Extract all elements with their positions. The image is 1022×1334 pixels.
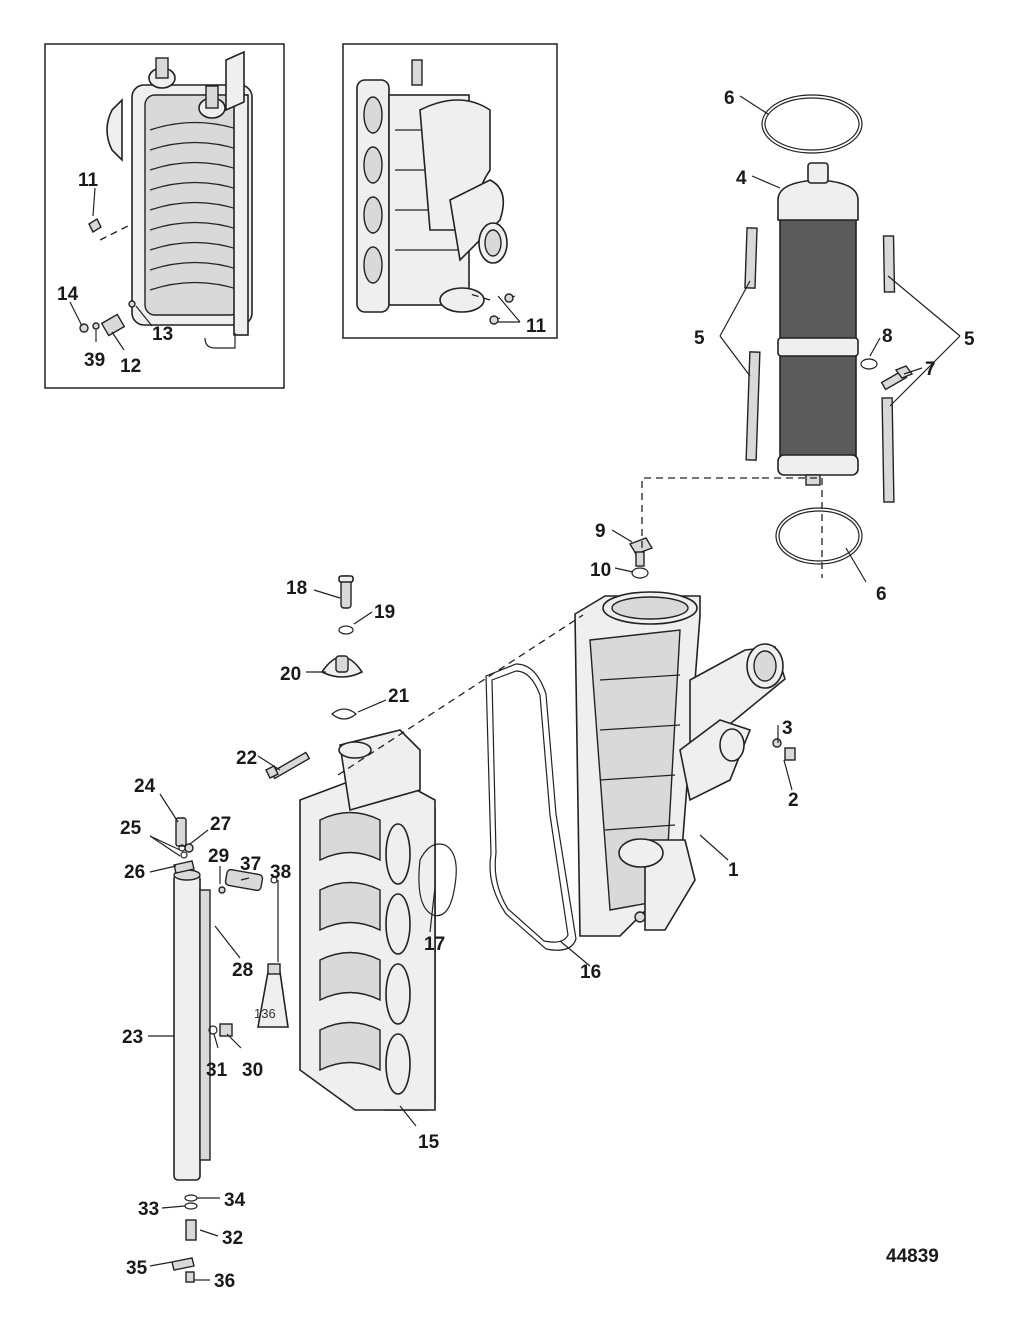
callout-17: 17 [424, 934, 445, 955]
tube-part-38: 136 [254, 963, 289, 1028]
callout-27: 27 [210, 814, 231, 835]
fuel-rail-part-23 [171, 817, 278, 1283]
callout-5-right: 5 [964, 329, 975, 350]
callout-31: 31 [206, 1060, 228, 1081]
callout-18: 18 [286, 578, 307, 599]
callout-5-left: 5 [694, 328, 705, 349]
callout-39: 39 [84, 350, 105, 371]
inset-assembly-right [356, 59, 516, 325]
callout-16: 16 [580, 962, 601, 983]
alignment-line-housing-cooler [641, 477, 762, 548]
callout-34: 34 [224, 1190, 246, 1211]
callout-23: 23 [122, 1027, 143, 1048]
callout-14: 14 [57, 284, 79, 305]
callout-7: 7 [925, 359, 936, 380]
callout-15: 15 [418, 1132, 440, 1153]
callout-35: 35 [126, 1258, 148, 1279]
callout-30: 30 [242, 1060, 263, 1081]
callout-2: 2 [788, 790, 799, 811]
callout-labels: 6 4 5 5 8 7 6 9 10 18 19 20 21 22 3 2 1 … [57, 88, 975, 1292]
tube-label: 136 [254, 1006, 276, 1021]
callout-22: 22 [236, 748, 257, 769]
callout-19: 19 [374, 602, 395, 623]
callout-26: 26 [124, 862, 145, 883]
leader-lines [69, 95, 961, 1281]
callout-10: 10 [590, 560, 611, 581]
callout-36: 36 [214, 1271, 235, 1292]
callout-13: 13 [152, 324, 173, 345]
callout-38: 38 [270, 862, 291, 883]
gasket-part-16 [485, 663, 577, 951]
callout-21: 21 [388, 686, 410, 707]
callout-8: 8 [882, 326, 893, 347]
gasket-part-17 [418, 843, 457, 917]
callout-4: 4 [736, 168, 747, 189]
callout-20: 20 [280, 664, 301, 685]
plenum-part-15 [299, 729, 436, 1111]
callout-6-bottom: 6 [876, 584, 887, 605]
cooler-assembly [744, 94, 914, 565]
callout-6-top: 6 [724, 88, 735, 109]
callout-3: 3 [782, 718, 793, 739]
inset-assembly-left [79, 50, 253, 349]
callout-9: 9 [595, 521, 606, 542]
small-parts-upper [265, 537, 654, 780]
callout-11-right: 11 [526, 316, 547, 337]
callout-11-left: 11 [78, 170, 99, 191]
alignment-line-plenum [337, 614, 584, 776]
callout-1: 1 [728, 860, 739, 881]
callout-12: 12 [120, 356, 141, 377]
callout-37: 37 [240, 854, 261, 875]
callout-25: 25 [120, 818, 142, 839]
o-ring-bottom [775, 507, 863, 565]
callout-28: 28 [232, 960, 253, 981]
callout-32: 32 [222, 1228, 243, 1249]
housing-part-1 [574, 591, 796, 937]
callout-29: 29 [208, 846, 229, 867]
o-ring-top [761, 94, 863, 154]
figure-number: 44839 [886, 1246, 939, 1267]
callout-33: 33 [138, 1199, 159, 1220]
callout-24: 24 [134, 776, 156, 797]
